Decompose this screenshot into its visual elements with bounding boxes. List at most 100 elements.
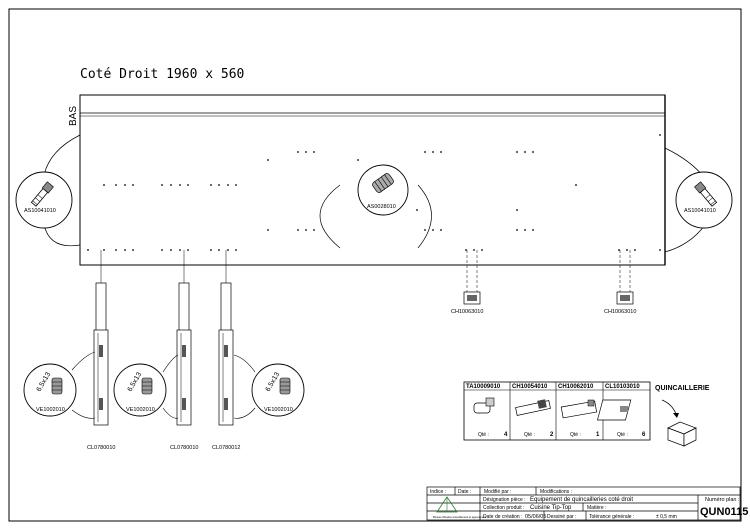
- drill-hole: [634, 249, 636, 251]
- hardware-qty: 6: [642, 432, 646, 438]
- slide-1: CL0780010: [87, 250, 115, 451]
- drill-hole: [524, 229, 526, 231]
- slide-3: CL0780012: [212, 250, 240, 451]
- drill-hole: [132, 184, 134, 186]
- drill-hole: [187, 184, 189, 186]
- hardware-ref: CL10103010: [605, 384, 640, 390]
- title-block-text: Indice : Date : Modifié par : Modificati…: [430, 489, 748, 520]
- hinge-left: CH10063010: [451, 250, 483, 315]
- modifie-label: Modifié par :: [484, 489, 512, 495]
- collection-label: Collection produit :: [483, 505, 524, 511]
- slide-2: CL0780010: [170, 250, 198, 451]
- qty-label: Qté :: [478, 432, 489, 438]
- drill-hole: [532, 229, 534, 231]
- designation-label: Désignation pièce :: [483, 497, 526, 503]
- date-label: Date :: [458, 489, 471, 495]
- modifications-label: Modifications :: [540, 489, 572, 495]
- drill-hole: [626, 249, 628, 251]
- drill-hole: [235, 249, 237, 251]
- drill-hole: [473, 249, 475, 251]
- drill-hole: [424, 229, 426, 231]
- qty-label: Qté :: [617, 432, 628, 438]
- indice-label: Indice :: [430, 489, 446, 495]
- drill-holes: [87, 134, 661, 251]
- hardware-table: TA10009010 CH10054010 CH10062010 CL10103…: [463, 381, 710, 447]
- hinge-code: CH10063010: [604, 309, 636, 315]
- screw-callout-2: 6.5x13 VE1002010: [113, 354, 179, 419]
- drill-hole: [170, 184, 172, 186]
- drill-hole: [124, 249, 126, 251]
- drill-hole: [179, 184, 181, 186]
- dowel-screw-icon: [30, 181, 54, 207]
- drill-hole: [227, 184, 229, 186]
- drill-hole: [132, 249, 134, 251]
- drill-hole: [305, 229, 307, 231]
- slide-code: CL0780010: [87, 445, 115, 451]
- drill-hole: [432, 151, 434, 153]
- qty-label: Qté :: [524, 432, 535, 438]
- slide-code: CL0780012: [212, 445, 240, 451]
- drill-hole: [235, 184, 237, 186]
- callout-code: AS0028010: [367, 204, 396, 210]
- screw-code: VE1002010: [126, 407, 155, 413]
- logo-text: Bureau d'études ameublement et agencemen…: [433, 515, 486, 519]
- drill-hole: [532, 151, 534, 153]
- drill-hole: [465, 249, 467, 251]
- drill-hole: [524, 151, 526, 153]
- screw-code: VE1002010: [264, 407, 293, 413]
- tolerance-value: ± 0,5 mm: [656, 514, 677, 520]
- hardware-heading: QUINCAILLERIE: [655, 385, 710, 392]
- callout-middle-cam: AS0028010: [357, 164, 409, 216]
- drawing-frame: [8, 8, 742, 522]
- drill-hole: [161, 249, 163, 251]
- drill-hole: [440, 151, 442, 153]
- drill-hole: [227, 249, 229, 251]
- hardware-ref: CH10054010: [512, 384, 548, 390]
- drill-hole: [115, 184, 117, 186]
- drill-hole: [210, 184, 212, 186]
- callout-left-dowel: AS10041010: [15, 171, 73, 229]
- screw-callout-1: 6.5x13 VE1002010: [23, 351, 96, 419]
- drill-hole: [103, 184, 105, 186]
- drill-hole: [516, 209, 518, 211]
- callout-right-dowel: AS10041010: [675, 171, 733, 229]
- callout-code: AS10041010: [684, 208, 716, 214]
- plate-icon: [560, 399, 598, 419]
- date-creation-value: 05/06/05: [525, 514, 546, 520]
- dowel-screw-icon: [694, 181, 718, 207]
- connector-icon: [473, 397, 495, 414]
- hinge-icon: [515, 399, 551, 416]
- drill-hole: [218, 249, 220, 251]
- drill-hole: [115, 249, 117, 251]
- drill-hole: [516, 151, 518, 153]
- company-logo: Bureau d'études ameublement et agencemen…: [433, 496, 486, 519]
- drill-hole: [170, 249, 172, 251]
- drill-hole: [575, 184, 577, 186]
- cam-bolt-icon: [372, 173, 394, 193]
- hardware-qty: 1: [596, 432, 600, 438]
- drill-hole: [187, 249, 189, 251]
- plan-label: Numéro plan :: [705, 497, 740, 503]
- hardware-ref: TA10009010: [466, 384, 501, 390]
- drill-hole: [516, 229, 518, 231]
- drill-hole: [313, 229, 315, 231]
- drill-hole: [124, 184, 126, 186]
- date-creation-label: Date de création :: [483, 514, 522, 520]
- drill-hole: [416, 209, 418, 211]
- screw-icon: [141, 377, 153, 395]
- screw-icon: [51, 377, 63, 395]
- drill-hole: [267, 159, 269, 161]
- drill-hole: [210, 249, 212, 251]
- hinge-code: CH10063010: [451, 309, 483, 315]
- drill-hole: [481, 249, 483, 251]
- drill-hole: [161, 184, 163, 186]
- hardware-ref: CH10062010: [558, 384, 594, 390]
- hardware-qty: 2: [550, 432, 554, 438]
- side-panel: BAS: [68, 94, 666, 266]
- drill-hole: [218, 184, 220, 186]
- callout-code: AS10041010: [24, 208, 56, 214]
- package-box-icon: [667, 421, 697, 447]
- drawing-title: Coté Droit 1960 x 560: [80, 67, 244, 82]
- drill-hole: [297, 151, 299, 153]
